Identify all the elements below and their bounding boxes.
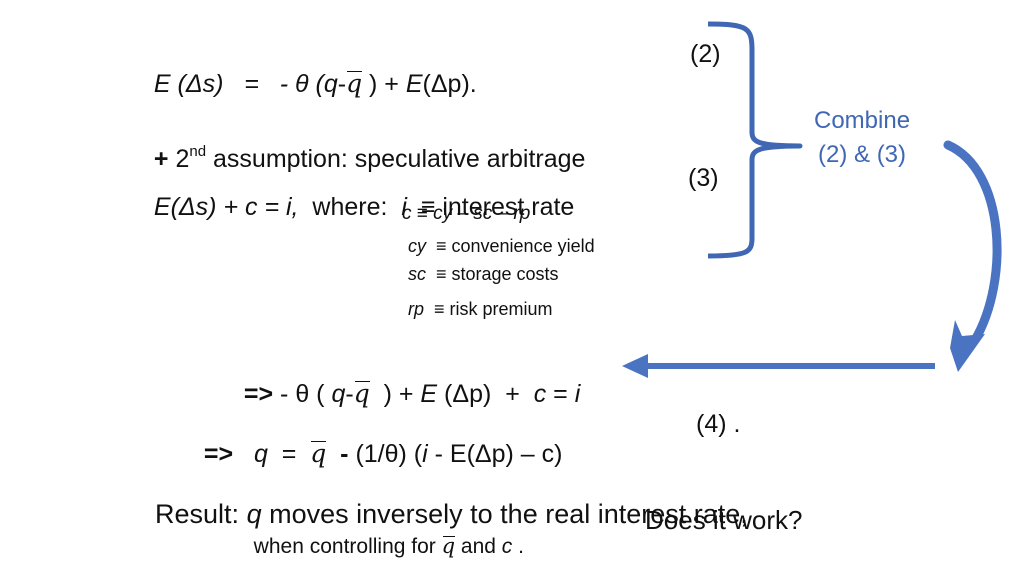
result-line2: when controlling for q and c .	[242, 510, 524, 559]
def-cy-text: ≡ convenience yield	[426, 236, 595, 256]
def-sc-symbol: sc	[408, 264, 426, 284]
result-text: moves inversely to the real interest rat…	[261, 499, 748, 529]
result-label: Result:	[155, 499, 247, 529]
combine-label: Combine (2) & (3)	[814, 104, 910, 172]
derived-q: q	[331, 380, 346, 408]
assumption-line: + 2nd assumption: speculative arbitrage	[140, 116, 586, 174]
eq2-q: q	[323, 70, 338, 98]
eq4-arrow-symbol: =>	[203, 440, 234, 468]
eq2-qbar: q	[346, 69, 363, 98]
combine-line2: (2) & (3)	[818, 141, 907, 168]
def-rp-text: ≡ risk premium	[424, 299, 553, 319]
eq2-rest: ) +	[362, 70, 406, 98]
eq3-def: ≡ interest rate	[406, 193, 575, 221]
derived-eq: =	[546, 380, 575, 408]
derived-dash: -	[345, 380, 354, 408]
result-q: q	[246, 499, 262, 529]
assumption-num: 2	[168, 145, 190, 173]
def-rp: rp ≡ risk premium	[408, 299, 553, 320]
result-line2c: .	[512, 535, 524, 558]
result-qbar: q	[441, 534, 456, 558]
eq2-lhs: E (Δs) = - θ (	[153, 70, 324, 98]
eq3-where: where:	[298, 193, 402, 221]
eq4-rest2: - E(Δp) – c)	[427, 440, 563, 468]
result-line2a: when controlling for	[253, 535, 442, 558]
def-c: c ≡ cy – sc – rp	[402, 203, 530, 225]
assumption-sup: nd	[189, 142, 207, 160]
equation-4: => q = q - (1/θ) (i - E(Δp) – c)	[190, 410, 563, 469]
eq2-E: E	[405, 70, 423, 98]
combine-line1: Combine	[814, 107, 911, 134]
def-cy-symbol: cy	[408, 236, 426, 256]
eq3-i: i	[401, 193, 407, 221]
eq2-dash: -	[337, 70, 347, 98]
def-c-text: c ≡ cy – sc – rp	[402, 203, 531, 224]
def-sc-text: ≡ storage costs	[426, 264, 559, 284]
derived-arrow-symbol: =>	[243, 380, 274, 408]
def-cy: cy ≡ convenience yield	[408, 236, 595, 257]
derived-text1: - θ (	[273, 380, 332, 408]
curly-brace-icon	[707, 21, 803, 259]
result-c: c	[501, 535, 513, 558]
eq4-q: q	[253, 440, 268, 468]
result-line: Result: q moves inversely to the real in…	[140, 468, 748, 530]
derived-text2: ) +	[369, 380, 421, 408]
derived-text3: (Δp) +	[437, 380, 534, 408]
eq4-qbar: q	[310, 439, 327, 468]
eq3-main: E(Δs) + c = i,	[153, 193, 299, 221]
derived-E: E	[420, 380, 438, 408]
eq4-eq: =	[267, 440, 311, 468]
equation-3-number: (3)	[688, 164, 719, 192]
assumption-plus: +	[153, 145, 169, 173]
curved-arrow-icon	[943, 140, 1002, 345]
derived-equation: => - θ ( q-q ) + E (Δp) + c = i	[230, 350, 580, 409]
derived-qbar: q	[353, 379, 370, 408]
result-line2b: and	[455, 535, 502, 558]
assumption-text: assumption: speculative arbitrage	[206, 145, 586, 173]
equation-2: E (Δs) = - θ (q-q ) + E(Δp).	[140, 40, 477, 99]
def-sc: sc ≡ storage costs	[408, 264, 559, 285]
equation-4-number: (4) .	[696, 410, 741, 438]
eq2-tail: (Δp).	[422, 70, 477, 98]
eq4-rest: (1/θ) (	[348, 440, 423, 468]
eq4-i: i	[422, 440, 428, 468]
derived-c: c	[533, 380, 547, 408]
equation-3: E(Δs) + c = i, where: i ≡ interest rate	[140, 164, 574, 222]
equation-2-number: (2)	[690, 40, 721, 68]
does-it-work: Does it work?	[645, 505, 803, 535]
derived-i: i	[574, 380, 581, 408]
def-rp-symbol: rp	[408, 299, 425, 319]
eq4-minus: -	[340, 440, 349, 468]
